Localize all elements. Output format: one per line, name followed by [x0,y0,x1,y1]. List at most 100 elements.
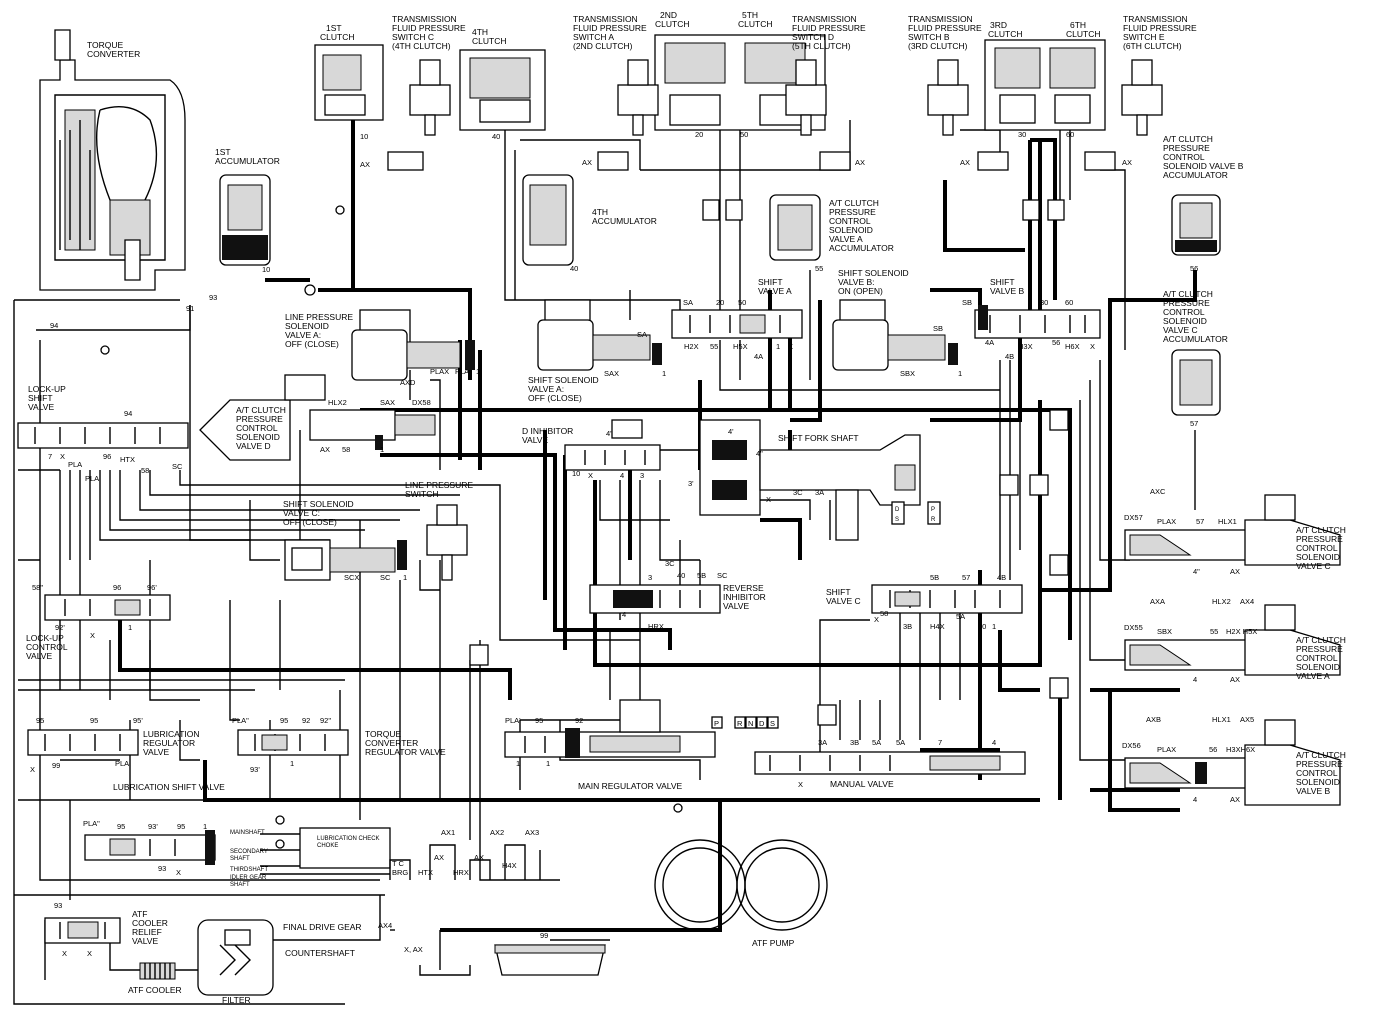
port-96-lus: 96 [103,452,111,461]
reverse-inhibitor-valve [589,584,721,614]
port-57-c: 57 [1196,517,1204,526]
atf-cooler [139,962,176,980]
port-htx-2: HTX [418,868,433,877]
port-1-svc: 1 [992,622,996,631]
port-10-svc: 10 [978,622,986,631]
port-40-acc: 40 [570,264,578,273]
solenoid-valve-a [1124,604,1341,676]
port-x-lr: X [30,765,35,774]
port-sc-1: SC [380,573,391,582]
port-pla-1: PLA [455,367,469,376]
atf-pump [654,839,828,931]
port-1-mr2: 1 [546,759,550,768]
port-h3xh6x: H3XH6X [1226,745,1255,754]
port-hlx2-1: HLX2 [328,398,347,407]
port-4p-dinh: 4' [606,429,612,438]
port-sa-1: SA [637,330,647,339]
shift-valve-b [974,305,1101,339]
port-sax-1: SAX [380,398,395,407]
port-hlx2-a: HLX2 [1212,597,1231,606]
svg-text:S: S [770,719,775,728]
solenoid-d [199,374,436,461]
port-4b-1: 4B [1005,352,1014,361]
port-95-ls2: 95 [177,822,185,831]
port-sb-2: SB [962,298,972,307]
port-57-svc: 57 [962,573,970,582]
port-x-cr2: X [87,949,92,958]
port-pla-pp-2: PLA" [83,819,100,828]
port-h4x-1: H4X [930,622,945,631]
port-56-b: 56 [1209,745,1217,754]
port-x-lus: X [60,452,65,461]
port-1-luc: 1 [128,623,132,632]
port-h3x-1: H3X [1018,342,1033,351]
port-ax-5: AX [855,158,865,167]
port-4b-2: 4B [997,573,1006,582]
port-x-sva: X [788,342,793,351]
port-5a-3: 5A [896,738,905,747]
port-x-luc: X [90,631,95,640]
port-ax4-a: AX4 [1240,597,1254,606]
port-1-tc: 1 [290,759,294,768]
port-93-ls: 93 [158,864,166,873]
orifice-icon-2 [673,803,683,813]
orifice-icon [100,345,110,355]
port-4pp-fork: 4" [756,449,763,458]
svg-text:P: P [931,507,935,513]
port-ax-d: AX [320,445,330,454]
port-5b-1: 5B [930,573,939,582]
port-94: 94 [50,321,58,330]
check-ball-icon [304,284,316,296]
port-h6x-1: H6X [1065,342,1080,351]
port-60: 60 [1066,130,1074,139]
port-3a-1: 3A [815,488,824,497]
port-58pp: 58" [32,583,43,592]
port-91: 91 [186,304,194,313]
port-h2x-h5x: H2X H5X [1226,627,1257,636]
shift-valve-a [671,309,803,339]
port-55-acc: 55 [815,264,823,273]
svg-text:P: P [714,719,719,728]
line-pressure-switch-icon [426,504,468,581]
svg-text:R: R [931,517,936,523]
port-x-cr1: X [62,949,67,958]
clutch-3rd-6th [984,39,1106,131]
port-95-ls: 95 [117,822,125,831]
port-sc-lus: SC [172,462,183,471]
port-x-ls: X [176,868,181,877]
accumulator-c [1171,349,1221,416]
port-x-fork: X [766,495,771,504]
port-pla-p-lus: PLA' [85,474,101,483]
filter-label: FILTER [222,995,251,1005]
port-92pp: 92" [320,716,331,725]
port-h5x-1: H5X [733,342,748,351]
port-ax-c: AX [1230,567,1240,576]
port-hrx-2: HRX [453,868,469,877]
port-h2x-1: H2X [684,342,699,351]
port-h4x-2: H4X [502,861,517,870]
torque-converter-regulator-valve [237,729,349,756]
port-1-sc: 1 [403,573,407,582]
check-valves [387,151,1116,726]
port-sax-2: SAX [604,369,619,378]
main-reg-label: MAIN REGULATOR VALVE [578,781,683,791]
lubrication-shift-valve [84,830,216,865]
port-axd: AXD [400,378,416,387]
port-3a-2: 3A [818,738,827,747]
port-x-svb: X [1090,342,1095,351]
